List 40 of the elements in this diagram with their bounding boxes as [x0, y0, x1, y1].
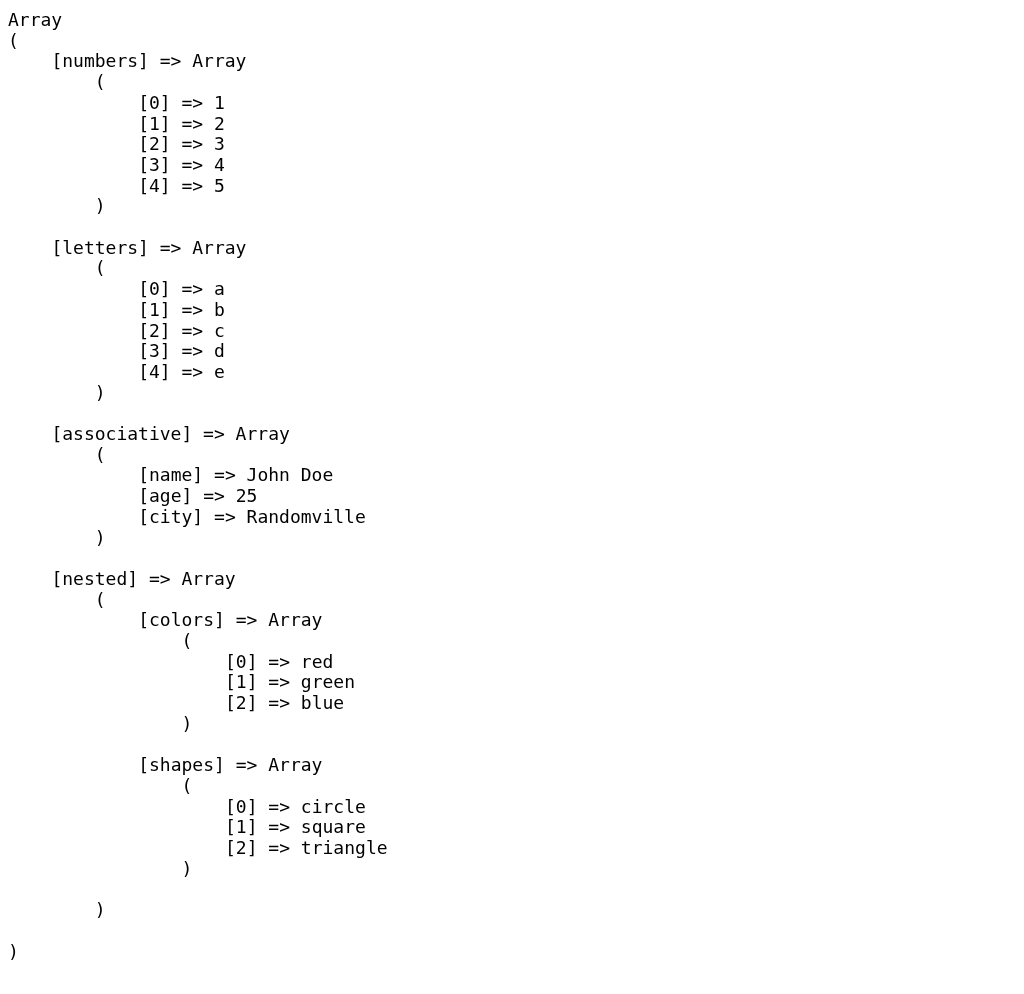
code-line: [3] => d: [138, 341, 225, 362]
code-line: ): [94, 196, 106, 217]
code-line: (: [94, 589, 106, 610]
code-line: [city] => Randomville: [138, 506, 366, 527]
code-line: [numbers] => Array: [51, 51, 247, 72]
code-line: (: [94, 444, 106, 465]
code-line: ): [94, 900, 106, 921]
code-line: ): [181, 858, 193, 879]
code-line: [2] => blue: [225, 693, 345, 714]
code-line: [name] => John Doe: [138, 465, 334, 486]
code-line: [shapes] => Array: [138, 755, 323, 776]
code-line: [0] => red: [225, 651, 334, 672]
code-line: (: [94, 72, 106, 93]
code-line: (: [181, 775, 193, 796]
code-line: [letters] => Array: [51, 237, 247, 258]
code-line: [4] => 5: [138, 175, 225, 196]
code-line: [age] => 25: [138, 486, 258, 507]
code-line: [3] => 4: [138, 154, 225, 175]
code-line: [1] => square: [225, 817, 366, 838]
code-line: [0] => 1: [138, 92, 225, 113]
code-line: ): [8, 941, 19, 962]
code-line: [2] => c: [138, 320, 225, 341]
code-line: (: [181, 631, 193, 651]
code-line: [1] => b: [138, 299, 225, 320]
code-line: ): [94, 382, 106, 403]
code-line: [nested] => Array: [51, 568, 236, 589]
code-line: [0] => a: [138, 279, 225, 300]
code-line: [2] => 3: [138, 134, 225, 155]
code-line: [associative] => Array: [51, 424, 290, 444]
code-line: Array: [8, 10, 63, 30]
code-line: [2] => triangle: [225, 838, 388, 858]
code-line: (: [8, 30, 19, 51]
code-line: ): [94, 527, 106, 548]
code-line: [4] => e: [138, 361, 225, 382]
code-line: [1] => green: [225, 672, 356, 693]
code-line: [colors] => Array: [138, 610, 323, 631]
code-line: [1] => 2: [138, 113, 225, 134]
code-line: (: [94, 258, 106, 279]
code-line: [0] => circle: [225, 796, 366, 817]
code-line: ): [181, 713, 193, 734]
